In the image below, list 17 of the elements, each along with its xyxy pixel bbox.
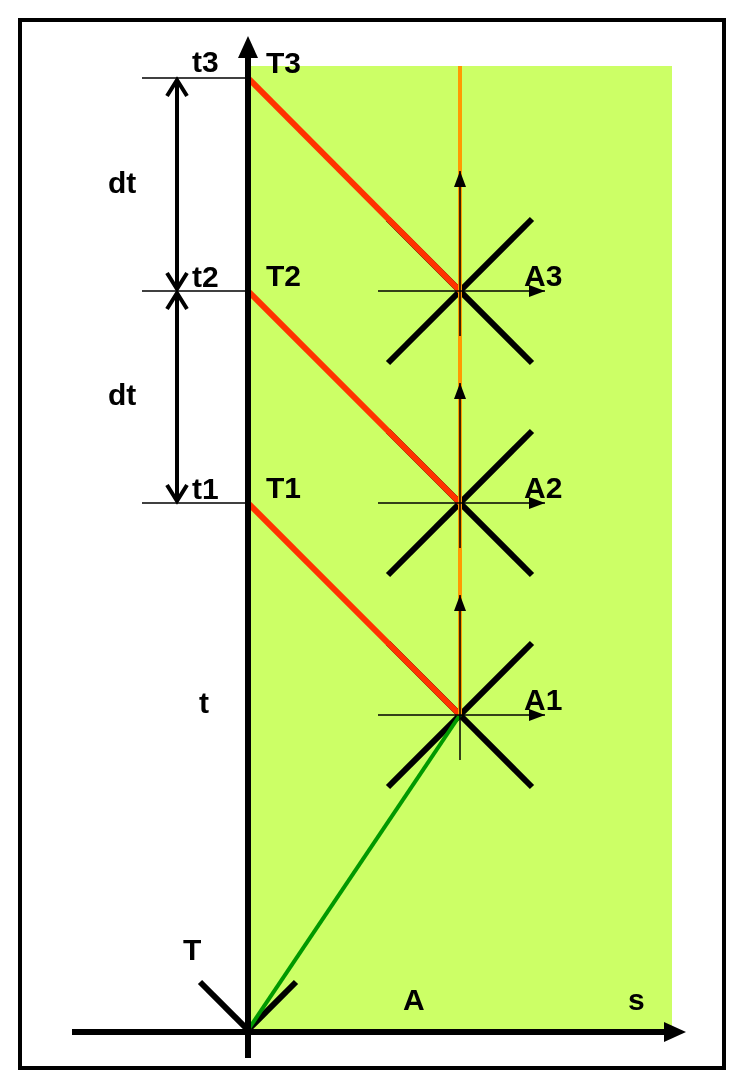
axis-label: t1 bbox=[192, 474, 219, 504]
event-label: T1 bbox=[248, 471, 300, 503]
event-label: T bbox=[183, 935, 248, 1030]
axis-label: s bbox=[628, 985, 645, 1015]
axis-label: dt bbox=[108, 380, 137, 410]
event-label: A2 bbox=[460, 457, 572, 503]
axis-label: dt bbox=[108, 168, 137, 198]
axis-label: A bbox=[403, 985, 425, 1015]
axis-label: t bbox=[199, 688, 209, 718]
axis-label: t2 bbox=[192, 262, 219, 292]
world-line bbox=[458, 66, 462, 291]
event-label: T2 bbox=[248, 259, 300, 291]
axis-label: t3 bbox=[192, 47, 219, 77]
world-line bbox=[458, 503, 462, 715]
event-label: A1 bbox=[460, 669, 572, 715]
world-line bbox=[458, 291, 462, 503]
event-label: A3 bbox=[460, 245, 572, 291]
